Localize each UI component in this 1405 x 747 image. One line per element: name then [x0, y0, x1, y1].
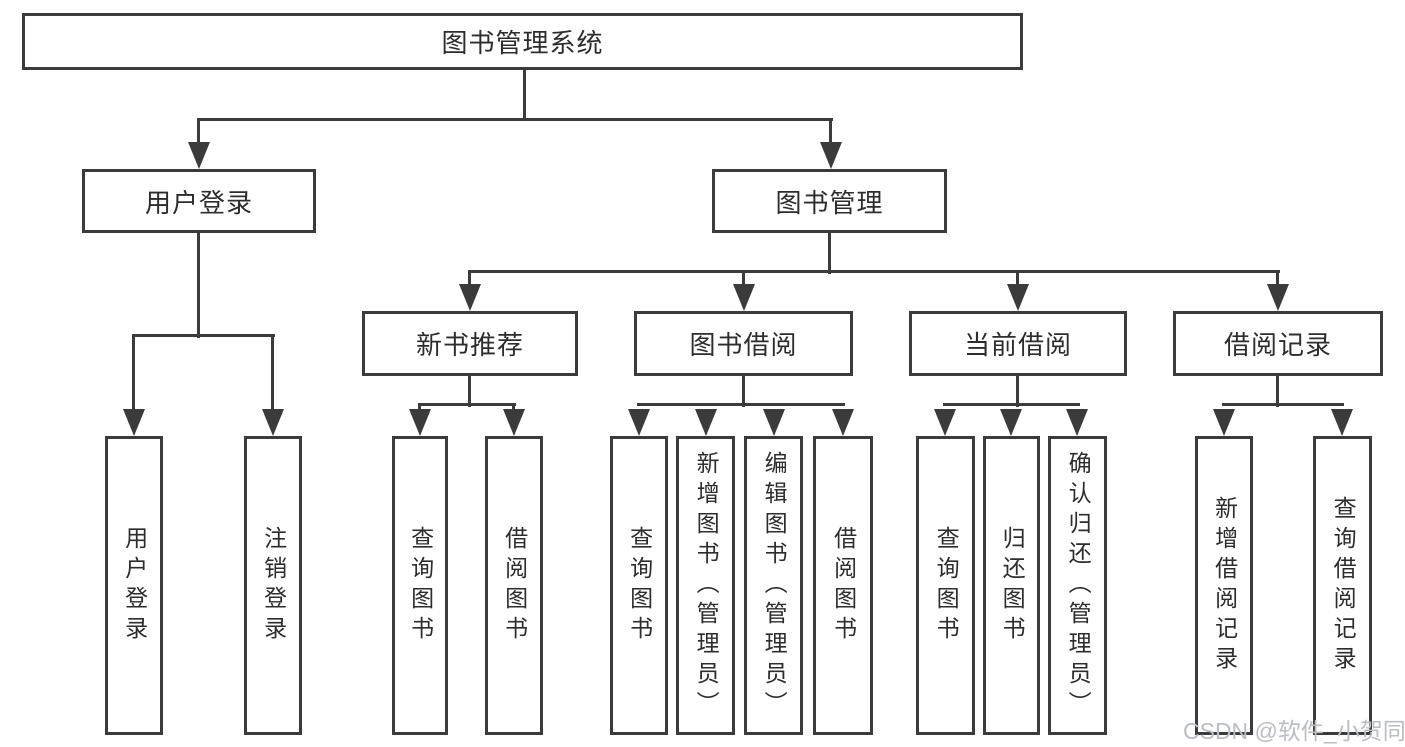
- node-label: 图书管理: [775, 187, 884, 218]
- leaf-label: 查询图书: [933, 525, 960, 646]
- leaf-add-book-admin: 新增图书（管理员）: [676, 436, 735, 735]
- connector-stem: [197, 233, 200, 338]
- leaf-label: 用户登录: [121, 525, 148, 646]
- connector-drop: [132, 334, 135, 414]
- leaf-label: 借阅图书: [830, 525, 857, 646]
- connector-root-stem: [523, 69, 526, 120]
- leaf-label: 新增借阅记录: [1211, 495, 1238, 676]
- leaf-borrow-books: 借阅图书: [485, 436, 543, 735]
- connector-stem: [1276, 376, 1279, 407]
- leaf-query-books: 查询图书: [916, 436, 975, 735]
- csdn-watermark: CSDN @软件_小贺同学: [1183, 718, 1405, 744]
- leaf-confirm-return-admin: 确认归还（管理员）: [1048, 436, 1107, 735]
- leaf-query-books: 查询图书: [392, 436, 448, 735]
- connector-rail: [132, 334, 275, 337]
- connector-drop: [1016, 270, 1019, 288]
- arrow-down-icon: [123, 409, 145, 436]
- node-borrowing-records: 借阅记录: [1173, 311, 1383, 376]
- leaf-query-borrow-record: 查询借阅记录: [1313, 436, 1372, 735]
- arrow-down-icon: [409, 409, 431, 436]
- connector-rail: [637, 403, 845, 406]
- arrow-down-icon: [934, 409, 956, 436]
- connector-stem: [828, 233, 831, 274]
- leaf-label: 查询图书: [626, 525, 653, 646]
- node-label: 当前借阅: [963, 330, 1072, 360]
- connector-drop: [1276, 270, 1279, 288]
- arrow-down-icon: [1007, 284, 1029, 311]
- leaf-label: 借阅图书: [501, 525, 528, 646]
- arrow-down-icon: [459, 284, 481, 311]
- arrow-down-icon: [188, 142, 210, 169]
- leaf-borrow-books: 借阅图书: [813, 436, 873, 735]
- arrow-down-icon: [733, 284, 755, 311]
- connector-stem: [1016, 376, 1019, 407]
- arrow-down-icon: [1331, 409, 1353, 436]
- node-new-book-recommendation: 新书推荐: [362, 311, 578, 376]
- connector-drop: [197, 118, 200, 146]
- node-label: 借阅记录: [1223, 330, 1332, 360]
- arrow-down-icon: [832, 409, 854, 436]
- node-label: 图书管理系统: [441, 28, 604, 58]
- connector-drop: [742, 270, 745, 288]
- arrow-down-icon: [503, 409, 525, 436]
- connector-stem: [742, 376, 745, 407]
- node-label: 图书借阅: [689, 330, 798, 360]
- arrow-down-icon: [1066, 409, 1088, 436]
- leaf-label: 查询借阅记录: [1330, 495, 1357, 676]
- connector-rail: [418, 403, 516, 406]
- connector-drop: [829, 118, 832, 146]
- leaf-label: 编辑图书（管理员）: [761, 450, 788, 721]
- connector-drop: [468, 270, 471, 288]
- arrow-down-icon: [695, 409, 717, 436]
- arrow-down-icon: [628, 409, 650, 436]
- arrow-down-icon: [1267, 284, 1289, 311]
- leaf-label: 注销登录: [260, 525, 287, 646]
- node-user-login: 用户登录: [82, 169, 316, 233]
- node-label: 用户登录: [144, 187, 253, 218]
- leaf-return-book: 归还图书: [983, 436, 1040, 735]
- arrow-down-icon: [820, 142, 842, 169]
- leaf-label: 查询图书: [407, 525, 434, 646]
- leaf-label: 确认归还（管理员）: [1065, 450, 1092, 721]
- connector-rail: [943, 403, 1080, 406]
- connector-rail: [468, 270, 1280, 273]
- arrow-down-icon: [1213, 409, 1235, 436]
- node-library-management-system: 图书管理系统: [22, 13, 1023, 70]
- leaf-label: 新增图书（管理员）: [693, 450, 720, 721]
- arrow-down-icon: [262, 409, 284, 436]
- connector-root-rail: [197, 118, 833, 121]
- leaf-logout: 注销登录: [244, 436, 302, 735]
- leaf-add-borrow-record: 新增借阅记录: [1195, 436, 1253, 735]
- node-label: 新书推荐: [415, 330, 524, 360]
- arrow-down-icon: [763, 409, 785, 436]
- leaf-label: 归还图书: [999, 525, 1026, 646]
- connector-rail: [1222, 403, 1344, 406]
- connector-drop: [271, 334, 274, 414]
- node-book-management: 图书管理: [712, 169, 947, 233]
- node-current-borrowing: 当前借阅: [909, 311, 1127, 376]
- node-book-borrowing: 图书借阅: [634, 311, 853, 376]
- arrow-down-icon: [1000, 409, 1022, 436]
- connector-stem: [468, 376, 471, 407]
- leaf-user-login: 用户登录: [105, 436, 163, 735]
- leaf-edit-book-admin: 编辑图书（管理员）: [744, 436, 803, 735]
- leaf-query-books: 查询图书: [610, 436, 668, 735]
